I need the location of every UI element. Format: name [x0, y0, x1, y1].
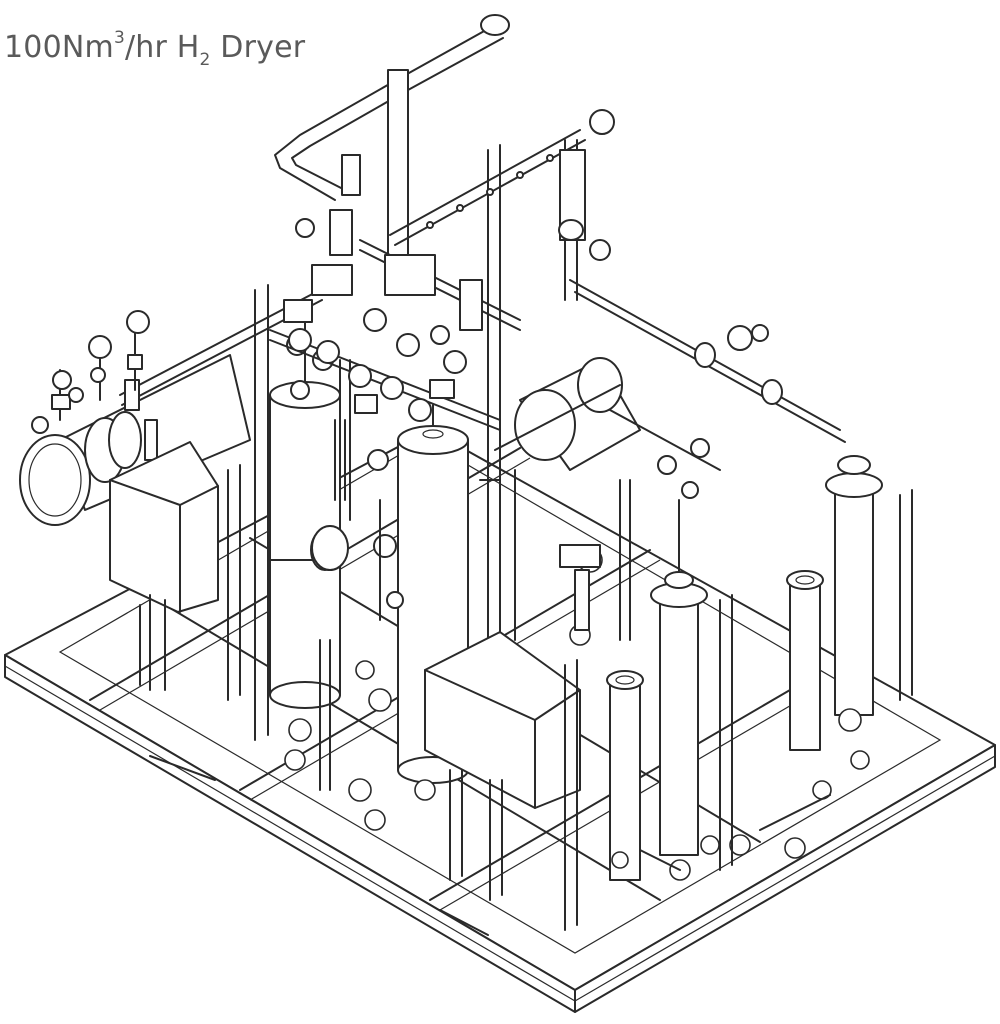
top-piping-header [274, 14, 586, 331]
title-subscript: 2 [199, 50, 211, 70]
outlet-piping [558, 109, 846, 471]
right-columns [514, 469, 733, 931]
regeneration-heater [479, 357, 641, 481]
inlet-heater [19, 289, 323, 526]
title-prefix: 100Nm [4, 30, 114, 65]
filter-housing-2 [650, 455, 708, 856]
filter-housing-1 [606, 670, 644, 881]
title-suffix: Dryer [210, 30, 306, 65]
filter-housing-3 [786, 570, 824, 751]
drawing-title: 100Nm3/hr H2 Dryer [4, 28, 306, 69]
valve-manifold [269, 308, 501, 571]
filter-housing-4 [825, 455, 913, 716]
title-middle: /hr H [124, 30, 200, 65]
drain-valves [284, 547, 870, 881]
inlet-instrument-cluster [31, 310, 150, 434]
adsorber-tower-a [269, 299, 341, 709]
control-panel-center [424, 631, 581, 901]
control-panel-left [109, 441, 219, 691]
title-superscript: 3 [113, 28, 125, 48]
